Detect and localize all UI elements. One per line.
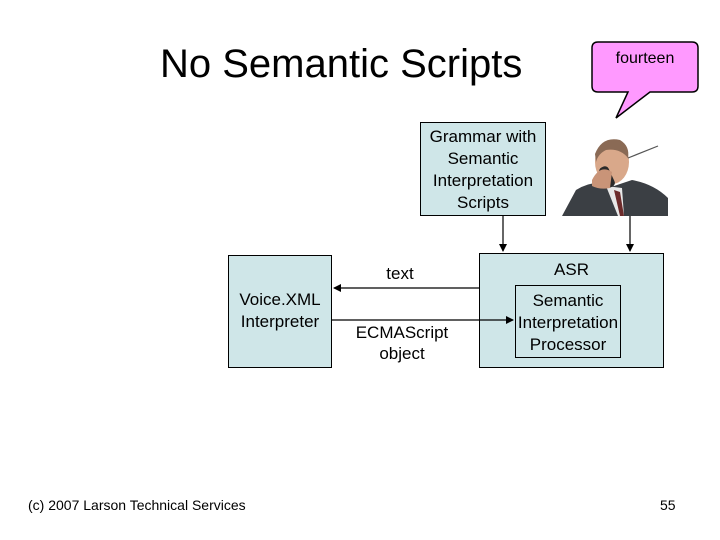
si-line-3: Processor — [529, 335, 607, 354]
slide-title: No Semantic Scripts — [160, 42, 523, 86]
person-on-phone-image — [562, 128, 668, 216]
grammar-line-1: Grammar with — [429, 127, 537, 146]
si-line-1: Semantic — [532, 291, 604, 310]
ecmascript-line-2: object — [379, 344, 425, 363]
callout-shape — [591, 41, 699, 119]
grammar-box: Grammar with Semantic Interpretation Scr… — [420, 122, 546, 216]
page-number: 55 — [660, 497, 676, 513]
grammar-line-4: Scripts — [457, 193, 509, 212]
voicexml-interpreter-box: Voice.XML Interpreter — [228, 255, 332, 368]
semantic-interpretation-processor-box: Semantic Interpretation Processor — [515, 285, 621, 358]
asr-label: ASR — [554, 260, 589, 279]
grammar-line-2: Semantic — [447, 149, 519, 168]
footer-copyright: (c) 2007 Larson Technical Services — [28, 497, 246, 513]
voicexml-line-1: Voice.XML — [239, 290, 321, 309]
grammar-line-3: Interpretation — [432, 171, 534, 190]
text-arrow-label: text — [386, 264, 414, 283]
si-line-2: Interpretation — [517, 313, 619, 332]
voicexml-line-2: Interpreter — [240, 312, 320, 331]
callout-text: fourteen — [615, 50, 675, 67]
ecmascript-arrow-label: ECMAScript object — [350, 322, 454, 364]
ecmascript-line-1: ECMAScript — [355, 323, 449, 342]
